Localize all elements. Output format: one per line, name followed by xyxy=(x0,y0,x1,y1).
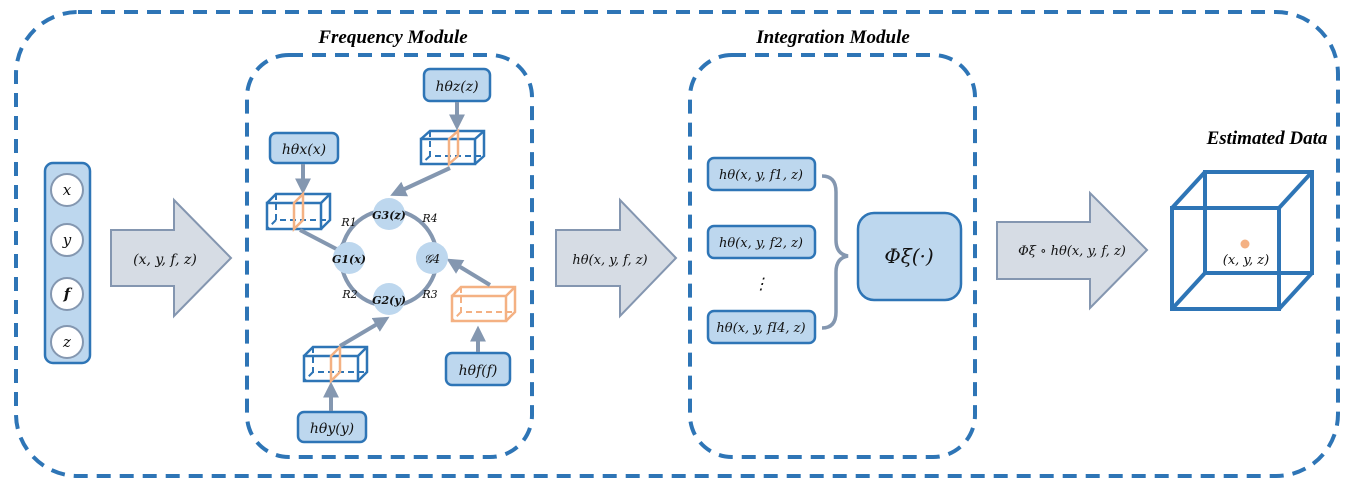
svg-text:G2(y): G2(y) xyxy=(372,294,406,307)
graph-node-g2: G2(y) xyxy=(372,283,406,315)
svg-text:Φξ ∘ hθ(x, y, f, z): Φξ ∘ hθ(x, y, f, z) xyxy=(1018,244,1126,259)
estimated-point xyxy=(1240,239,1250,249)
svg-text:Φξ(·): Φξ(·) xyxy=(884,244,933,268)
integration-item-1: hθ(x, y, f1, z) xyxy=(706,156,817,192)
encoder-x: hθx(x) xyxy=(268,131,340,165)
graph-node-g4: 𝒢4 xyxy=(416,242,448,274)
frequency-module-container xyxy=(245,53,534,459)
svg-text:hθ(x, y, f2, z): hθ(x, y, f2, z) xyxy=(719,236,803,251)
svg-text:hθz(z): hθz(z) xyxy=(435,79,478,95)
graph-node-g3: G3(z) xyxy=(372,198,406,230)
svg-text:hθx(x): hθx(x) xyxy=(282,142,326,158)
svg-text:hθ(x, y, fI4, z): hθ(x, y, fI4, z) xyxy=(716,321,805,336)
integration-item-n: hθ(x, y, fI4, z) xyxy=(706,309,817,345)
svg-text:y: y xyxy=(62,231,72,249)
svg-text:hθ(x, y, f1, z): hθ(x, y, f1, z) xyxy=(719,168,803,183)
estimated-data-title: Estimated Data xyxy=(1206,128,1328,149)
aggregator-phi: Φξ(·) xyxy=(856,211,963,302)
flow-arrow-frequency: hθ(x, y, f, z) xyxy=(555,197,678,319)
encoder-f: hθf(f) xyxy=(444,351,512,387)
frequency-module-title: Frequency Module xyxy=(317,27,468,48)
graph-node-g1: G1(x) xyxy=(332,242,366,274)
output-cube xyxy=(1170,170,1314,311)
svg-text:hθy(y): hθy(y) xyxy=(310,421,354,437)
svg-text:(x, y, f, z): (x, y, f, z) xyxy=(133,252,197,268)
estimated-point-label: (x, y, z) xyxy=(1223,253,1269,268)
cube-z xyxy=(419,128,486,167)
integration-module-title: Integration Module xyxy=(755,27,910,48)
svg-text:f: f xyxy=(63,285,73,303)
svg-text:x: x xyxy=(63,181,72,199)
flow-arrow-integration: Φξ ∘ hθ(x, y, f, z) xyxy=(996,190,1149,311)
svg-text:G3(z): G3(z) xyxy=(372,209,406,222)
cube-y xyxy=(302,343,369,385)
encoder-y: hθy(y) xyxy=(296,410,368,444)
cube-f xyxy=(450,285,517,323)
svg-text:𝒢4: 𝒢4 xyxy=(424,252,440,266)
svg-text:hθ(x, y, f, z): hθ(x, y, f, z) xyxy=(572,253,647,268)
outer-container xyxy=(14,10,1340,478)
integration-ellipsis: ⋮ xyxy=(753,274,769,293)
input-node-x: x xyxy=(50,173,84,207)
input-vector: x y f z xyxy=(43,161,92,365)
input-node-z: z xyxy=(50,325,84,359)
input-node-y: y xyxy=(50,223,84,257)
flow-arrow-input: (x, y, f, z) xyxy=(110,197,233,319)
cube-x xyxy=(265,190,332,233)
encoder-z: hθz(z) xyxy=(422,67,492,103)
integration-item-2: hθ(x, y, f2, z) xyxy=(706,224,817,260)
svg-text:z: z xyxy=(62,333,71,351)
svg-text:G1(x): G1(x) xyxy=(332,253,366,266)
svg-text:hθf(f): hθf(f) xyxy=(459,363,498,379)
relation-r1: R1 xyxy=(340,216,356,229)
relation-r4: R4 xyxy=(421,212,437,225)
integration-module-container xyxy=(688,53,977,459)
relation-r3: R3 xyxy=(421,288,437,301)
input-node-f: f xyxy=(50,277,84,311)
relation-r2: R2 xyxy=(341,288,357,301)
aggregation-brace xyxy=(821,174,849,330)
